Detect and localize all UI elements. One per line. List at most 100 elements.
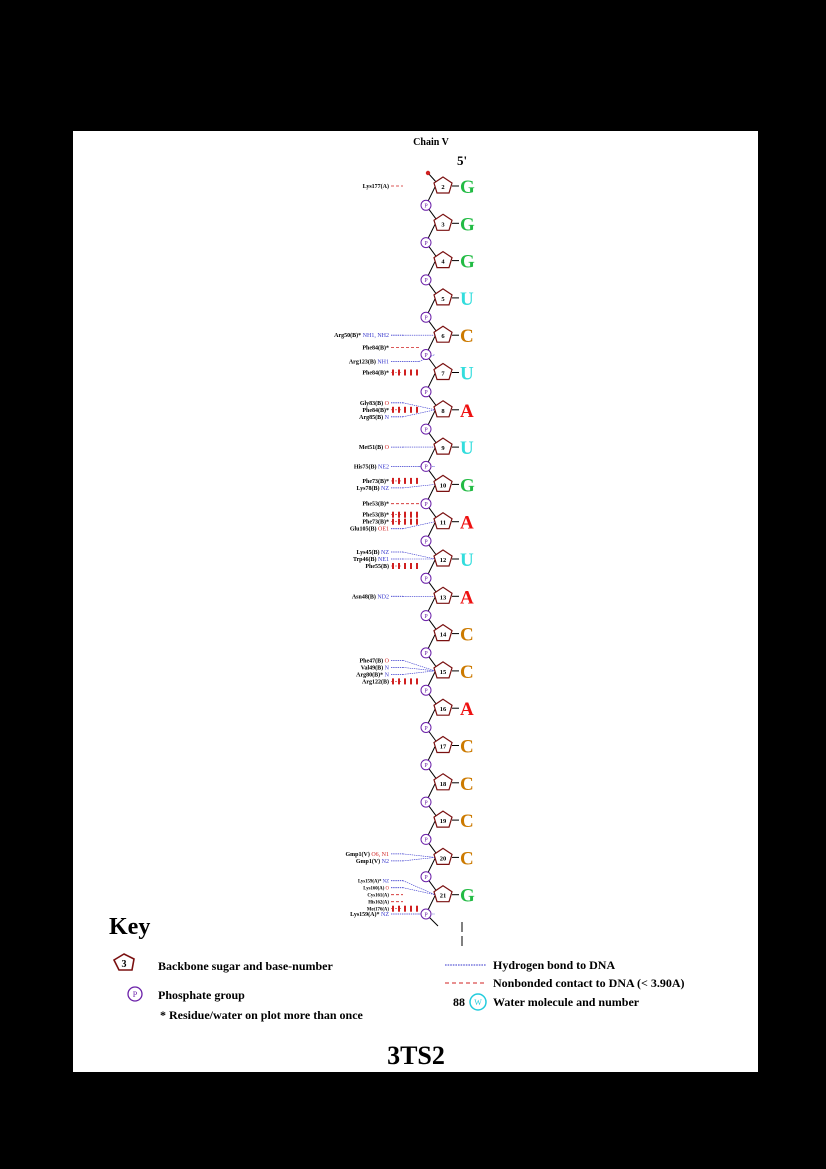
base-letter: A bbox=[460, 513, 474, 534]
contact-residue-label: Phe53(B)* bbox=[362, 512, 389, 519]
backbone-sugar bbox=[433, 325, 453, 343]
phosphate-letter: P bbox=[424, 278, 428, 284]
key-phosphate-label: Phosphate group bbox=[158, 988, 245, 1002]
backbone-sugar bbox=[433, 400, 453, 418]
base-letter: A bbox=[460, 401, 474, 422]
phosphate-letter: P bbox=[424, 577, 428, 583]
contact-hbond: Lys78(B) NZ bbox=[356, 484, 436, 492]
backbone-sugar bbox=[433, 773, 453, 791]
base-number: 21 bbox=[440, 893, 447, 900]
contact-residue-label: Arg85(B) N bbox=[359, 414, 390, 421]
key-hbond-label: Hydrogen bond to DNA bbox=[493, 958, 615, 972]
phosphate-letter: P bbox=[424, 241, 428, 247]
phosphate-group bbox=[420, 237, 432, 249]
phosphate-letter: P bbox=[424, 689, 428, 695]
phosphate-group bbox=[420, 460, 432, 472]
contact-residue-label: Lys78(B) NZ bbox=[356, 485, 389, 492]
base-letter: U bbox=[460, 438, 474, 459]
backbone-sugar bbox=[433, 288, 453, 306]
phosphate-group bbox=[420, 311, 432, 323]
key-nonbond-label: Nonbonded contact to DNA (< 3.90A) bbox=[493, 976, 685, 990]
base-number: 10 bbox=[440, 482, 447, 489]
base-number: 19 bbox=[440, 818, 447, 825]
phosphate-group bbox=[420, 349, 432, 360]
key-sugar-icon bbox=[112, 953, 135, 971]
contact-residue-label: Phe73(B)* bbox=[362, 478, 389, 485]
phosphate-group bbox=[420, 274, 432, 286]
contact-residue-label: Phe84(B)* bbox=[362, 370, 389, 377]
contact-hbond: Lys160(A) O bbox=[363, 887, 436, 895]
base-letter: G bbox=[460, 177, 475, 198]
chain-title: Chain V bbox=[413, 137, 449, 148]
contact-residue-label: Arg122(B) bbox=[362, 678, 389, 685]
backbone-line bbox=[425, 172, 439, 927]
base-number: 15 bbox=[440, 669, 447, 676]
contact-residue-label: Phe84(B)* bbox=[362, 345, 389, 352]
contact-residue-label: His75(B) NE2 bbox=[354, 463, 389, 470]
contact-nonbond: Phe84(B)* bbox=[362, 345, 419, 352]
phosphate-group bbox=[420, 572, 432, 584]
contact-residue-label: Arg123(B) NH1 bbox=[349, 359, 389, 366]
base-number: 2 bbox=[441, 184, 444, 191]
phosphate-letter: P bbox=[424, 800, 428, 806]
base-number: 16 bbox=[440, 706, 447, 713]
phosphate-letter: P bbox=[424, 912, 428, 918]
phosphate-group bbox=[420, 833, 432, 845]
backbone-sugar bbox=[433, 176, 453, 194]
contact-residue-label: Lys159(A)* NZ bbox=[350, 911, 389, 918]
contact-residue-label: Phe47(B) O bbox=[359, 657, 389, 664]
backbone-sugar bbox=[433, 661, 453, 679]
key-phosphate-letter: P bbox=[133, 990, 138, 999]
key-title: Key bbox=[109, 914, 150, 940]
base-letter: C bbox=[460, 774, 474, 795]
key-water-number: 88 bbox=[453, 995, 465, 1009]
contact-residue-label: Asn48(B) ND2 bbox=[352, 593, 389, 600]
base-letter: C bbox=[460, 625, 474, 646]
phosphate-group bbox=[420, 610, 432, 622]
contact-residue-label: His162(A) bbox=[368, 901, 389, 906]
key-sugar-label: Backbone sugar and base-number bbox=[158, 959, 333, 973]
contact-hbond: Met51(B) O bbox=[359, 444, 435, 451]
contact-hbond: Glu105(B) OE1 bbox=[350, 521, 436, 533]
contact-stack: Phe73(B)* bbox=[362, 477, 418, 485]
contact-residue-label: Trp46(B) NE1 bbox=[353, 556, 389, 563]
phosphate-letter: P bbox=[424, 502, 428, 508]
base-number: 5 bbox=[441, 296, 445, 303]
phosphate-letter: P bbox=[424, 651, 428, 657]
backbone-sugar bbox=[433, 810, 453, 828]
backbone-sugar bbox=[433, 623, 453, 642]
contact-nonbond: His162(A) bbox=[368, 901, 403, 906]
contact-hbond: Gmp1(V) O6, N1 bbox=[345, 851, 436, 858]
phosphate-letter: P bbox=[424, 838, 428, 844]
base-number: 11 bbox=[440, 520, 446, 527]
base-letter: C bbox=[460, 848, 474, 869]
contact-residue-label: Gmp1(V) O6, N1 bbox=[345, 851, 389, 858]
key-section: Key 3 Backbone sugar and base-number P P… bbox=[109, 914, 685, 1022]
base-letter: G bbox=[460, 886, 475, 907]
contact-residue-label: Lys160(A) O bbox=[363, 887, 389, 892]
base-number: 12 bbox=[440, 557, 447, 564]
base-letter: U bbox=[460, 289, 474, 310]
contact-hbond: Gly83(B) O bbox=[360, 400, 436, 411]
contact-hbond: Arg85(B) N bbox=[359, 409, 436, 421]
contact-stack: Arg122(B) bbox=[362, 678, 418, 685]
phosphate-group bbox=[420, 423, 432, 435]
backbone-sugar bbox=[433, 884, 453, 903]
base-number: 13 bbox=[440, 594, 447, 601]
contact-residue-label: Phe73(B)* bbox=[362, 519, 389, 526]
contact-residue-label: Phe55(B) bbox=[365, 563, 389, 570]
base-letter: A bbox=[460, 587, 474, 608]
contact-hbond: Trp46(B) NE1 bbox=[353, 556, 435, 563]
phosphate-letter: P bbox=[424, 427, 428, 433]
phosphate-group bbox=[420, 908, 432, 920]
key-phosphate-icon bbox=[127, 986, 143, 1002]
contact-hbond: Lys159(A)* NZ bbox=[358, 880, 436, 895]
phosphate-group bbox=[420, 871, 432, 883]
phosphate-group bbox=[420, 759, 432, 771]
phosphate-group bbox=[420, 647, 432, 659]
contact-hbond: Gmp1(V) N2 bbox=[356, 857, 436, 865]
phosphate-letter: P bbox=[424, 875, 428, 881]
base-letter: C bbox=[460, 811, 474, 832]
base-number: 7 bbox=[441, 371, 445, 378]
